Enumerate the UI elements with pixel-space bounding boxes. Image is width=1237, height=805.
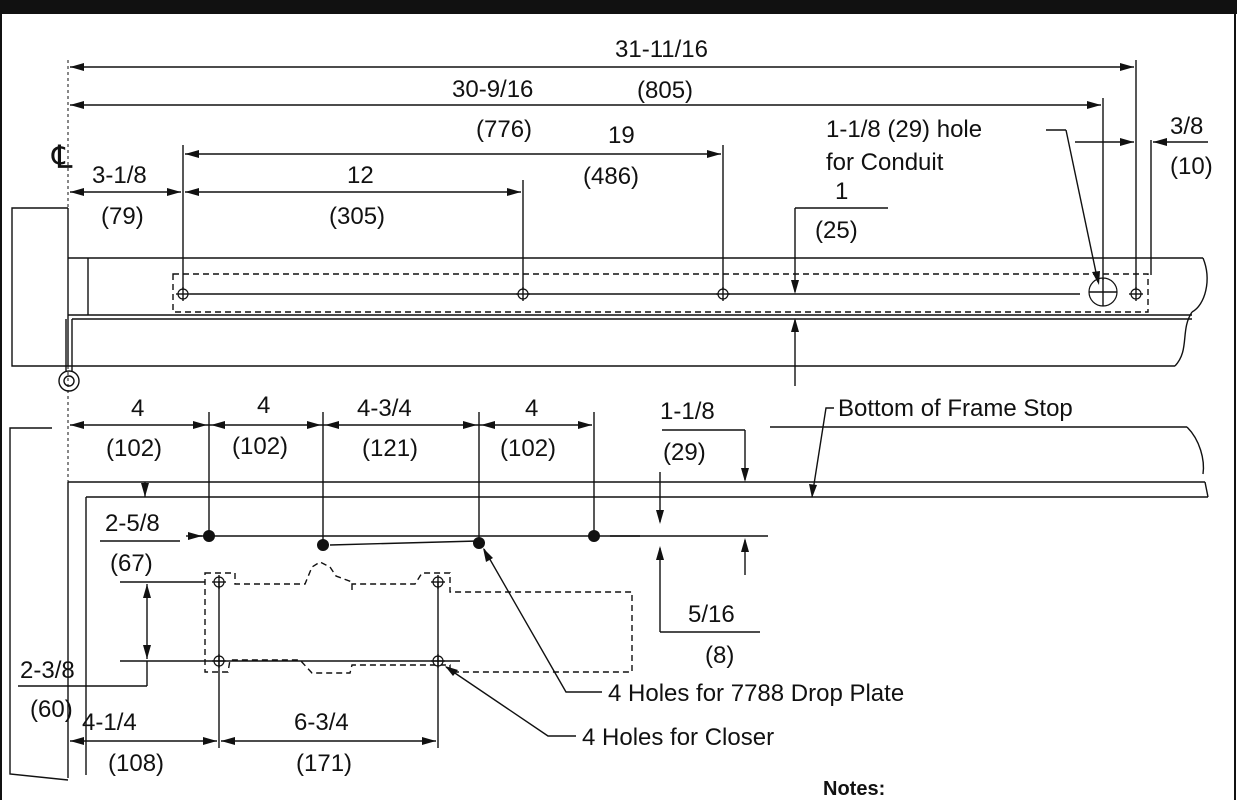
- drop-2-in: 4: [257, 392, 270, 419]
- first-hole-mm: (79): [101, 203, 144, 230]
- top-height-in: 1: [835, 178, 848, 205]
- dim-third-hole: 19 (486): [185, 122, 721, 190]
- first-hole-in: 3-1/8: [92, 162, 147, 189]
- third-hole-mm: (486): [583, 163, 639, 190]
- dim-second-hole: 12 (305): [185, 162, 521, 230]
- top-height-mm: (25): [815, 217, 858, 244]
- third-hole-in: 19: [608, 122, 635, 149]
- overall-in: 31-11/16: [615, 36, 708, 63]
- door-frame: [9, 426, 1209, 781]
- second-hole-in: 12: [347, 162, 374, 189]
- drop-hole-3: [473, 537, 485, 549]
- dim-end-hole: 3/8 (10): [1075, 113, 1213, 180]
- dim-frame-stop: 1-1/8 (29): [660, 398, 749, 575]
- conduit-callout-2: for Conduit: [826, 149, 944, 176]
- notes-heading: Notes:: [823, 778, 885, 800]
- drop-plate-callout: 4 Holes for 7788 Drop Plate: [608, 680, 904, 707]
- dim-first-hole: 3-1/8 (79): [70, 162, 181, 230]
- end-hole-mm: (10): [1170, 153, 1213, 180]
- closer-spacing-in: 6-3/4: [294, 709, 349, 736]
- dim-overall: 31-11/16 (805): [70, 36, 1134, 104]
- top-plate-outline: [172, 273, 1149, 313]
- closer-spacing-mm: (171): [296, 750, 352, 777]
- closer-callout: 4 Holes for Closer: [582, 724, 774, 751]
- drop-height-mm: (67): [110, 550, 153, 577]
- conduit-in: 30-9/16: [452, 76, 533, 103]
- drop-1-mm: (102): [106, 435, 162, 462]
- drop-4-in: 4: [525, 395, 538, 422]
- dim-drop-height: 2-5/8 (67): [100, 482, 202, 577]
- drop-1-in: 4: [131, 395, 144, 422]
- end-hole-in: 3/8: [1170, 113, 1203, 140]
- drop-offset-mm: (8): [705, 642, 734, 669]
- dim-closer-height: 2-3/8 (60): [18, 584, 151, 723]
- drop-3-in: 4-3/4: [357, 395, 412, 422]
- closer-offset-mm: (108): [108, 750, 164, 777]
- dim-conduit: 30-9/16 (776): [70, 76, 1101, 143]
- dim-top-height: 1 (25): [791, 178, 888, 386]
- drop-3-mm: (121): [362, 435, 418, 462]
- frame-stop-mm: (29): [663, 439, 706, 466]
- dim-closer-offset: 4-1/4 (108): [70, 709, 217, 777]
- centerline-symbol: ℄: [51, 139, 73, 175]
- dim-drop-offset: 5/16 (8): [656, 472, 760, 669]
- overall-mm: (805): [637, 77, 693, 104]
- closer-height-mm: (60): [30, 696, 73, 723]
- frame-stop-in: 1-1/8: [660, 398, 715, 425]
- drop-4-mm: (102): [500, 435, 556, 462]
- closer-offset-in: 4-1/4: [82, 709, 137, 736]
- dim-closer-spacing: 6-3/4 (171): [221, 709, 436, 777]
- drop-hole-2: [317, 539, 329, 551]
- frame-stop-callout: Bottom of Frame Stop: [838, 395, 1073, 422]
- header-frame: [11, 207, 1208, 392]
- closer-outline: [204, 561, 633, 674]
- top-border: [0, 0, 1237, 14]
- closer-height-in: 2-3/8: [20, 657, 75, 684]
- dim-drop-spacing: 4 (102) 4 (102) 4-3/4 (121) 4 (102): [70, 392, 592, 462]
- drop-height-in: 2-5/8: [105, 510, 160, 537]
- conduit-mm: (776): [476, 116, 532, 143]
- second-hole-mm: (305): [329, 203, 385, 230]
- conduit-hole: [1088, 277, 1118, 307]
- drop-hole-4: [588, 530, 600, 542]
- conduit-callout-1: 1-1/8 (29) hole: [826, 116, 982, 143]
- drop-offset-in: 5/16: [688, 601, 735, 628]
- drop-2-mm: (102): [232, 433, 288, 460]
